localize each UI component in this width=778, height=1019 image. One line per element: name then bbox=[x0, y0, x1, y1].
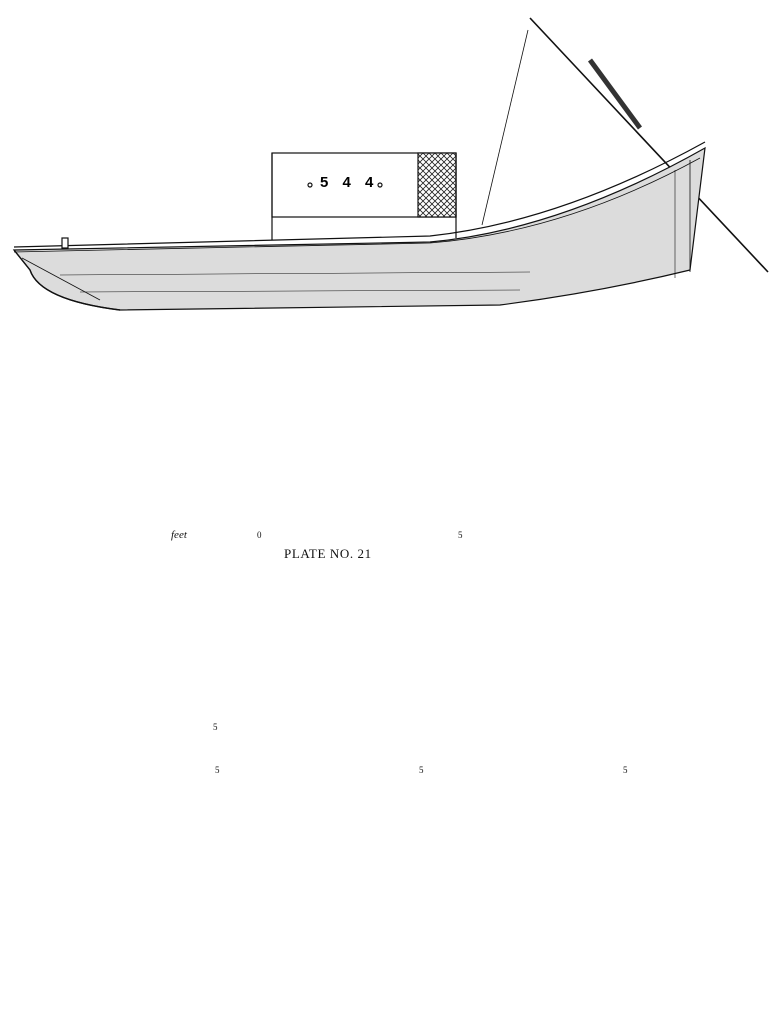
plan-scale-tick-five-c: 5 bbox=[623, 765, 628, 775]
plan-scale-tick-five-b: 5 bbox=[419, 765, 424, 775]
wicker-panel bbox=[417, 152, 457, 218]
quant-pole bbox=[529, 17, 769, 273]
scale-tick-five: 5 bbox=[458, 530, 463, 540]
profile-view bbox=[12, 17, 769, 311]
plate-title: PLATE NO. 21 bbox=[284, 546, 372, 561]
scale-unit-label: feet bbox=[171, 529, 187, 541]
hull-number: 5 4 4 bbox=[320, 174, 379, 191]
plan-scale-tick-five-a: 5 bbox=[215, 765, 220, 775]
sections-scale-tick-five: 5 bbox=[213, 722, 218, 732]
scale-tick-zero: 0 bbox=[257, 530, 262, 540]
stay-line bbox=[481, 29, 529, 226]
